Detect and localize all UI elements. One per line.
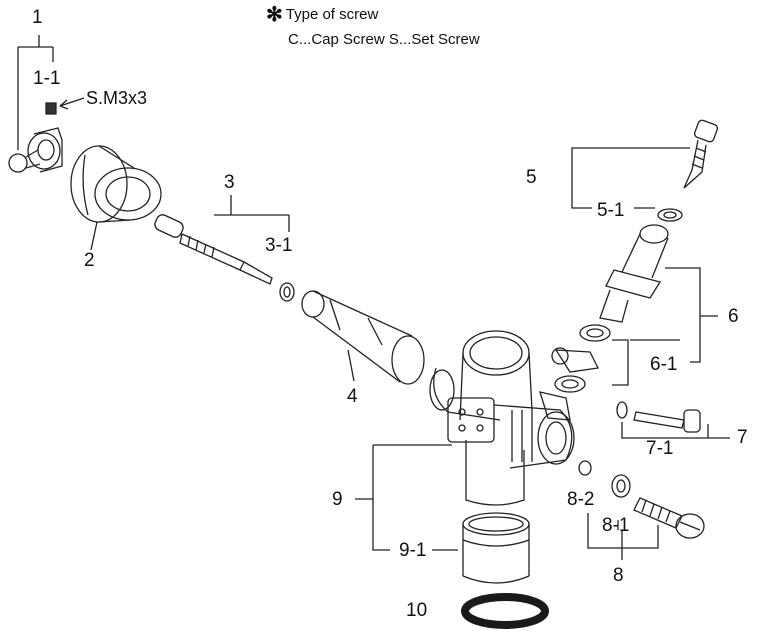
label-part-9: 9	[332, 489, 343, 510]
part-8-mixture-screw	[578, 460, 705, 539]
asterisk-icon: ✻	[266, 4, 283, 26]
label-part-1-1: 1-1	[33, 68, 61, 89]
label-part-8: 8	[613, 565, 624, 586]
label-part-4: 4	[347, 386, 358, 407]
label-part-9-1: 9-1	[399, 540, 427, 561]
label-part-5: 5	[526, 167, 537, 188]
part-6-fuel-fitting	[551, 224, 669, 393]
leader-lines	[17, 35, 730, 560]
label-part-10: 10	[406, 600, 428, 621]
label-part-7: 7	[737, 427, 748, 448]
label-screw-spec: S.M3x3	[86, 88, 148, 108]
legend-title: ✻Type of screw	[266, 2, 378, 27]
part-5-main-needle	[657, 119, 718, 222]
legend-title-text: Type of screw	[285, 6, 379, 23]
label-part-8-1: 8-1	[602, 515, 630, 536]
label-part-2: 2	[84, 250, 95, 271]
part-1-valve-holder	[8, 102, 63, 173]
label-part-1: 1	[32, 7, 43, 28]
label-part-3-1: 3-1	[265, 235, 293, 256]
part-9-1-bushing	[462, 512, 530, 584]
part-10-gasket	[461, 593, 549, 629]
label-part-6-1: 6-1	[650, 354, 678, 375]
part-2-sleeve-ring	[70, 145, 162, 223]
label-part-7-1: 7-1	[646, 438, 674, 459]
legend-screw-types: C...Cap Screw S...Set Screw	[288, 31, 480, 48]
label-part-3: 3	[224, 172, 235, 193]
part-7-idle-screw	[616, 401, 701, 433]
part-9-carburetor-body	[429, 330, 575, 506]
part-3-idle-needle	[154, 214, 295, 302]
label-part-8-2: 8-2	[567, 489, 595, 510]
part-4-throttle-barrel	[301, 290, 425, 385]
label-part-6: 6	[728, 306, 739, 327]
label-part-5-1: 5-1	[597, 200, 625, 221]
